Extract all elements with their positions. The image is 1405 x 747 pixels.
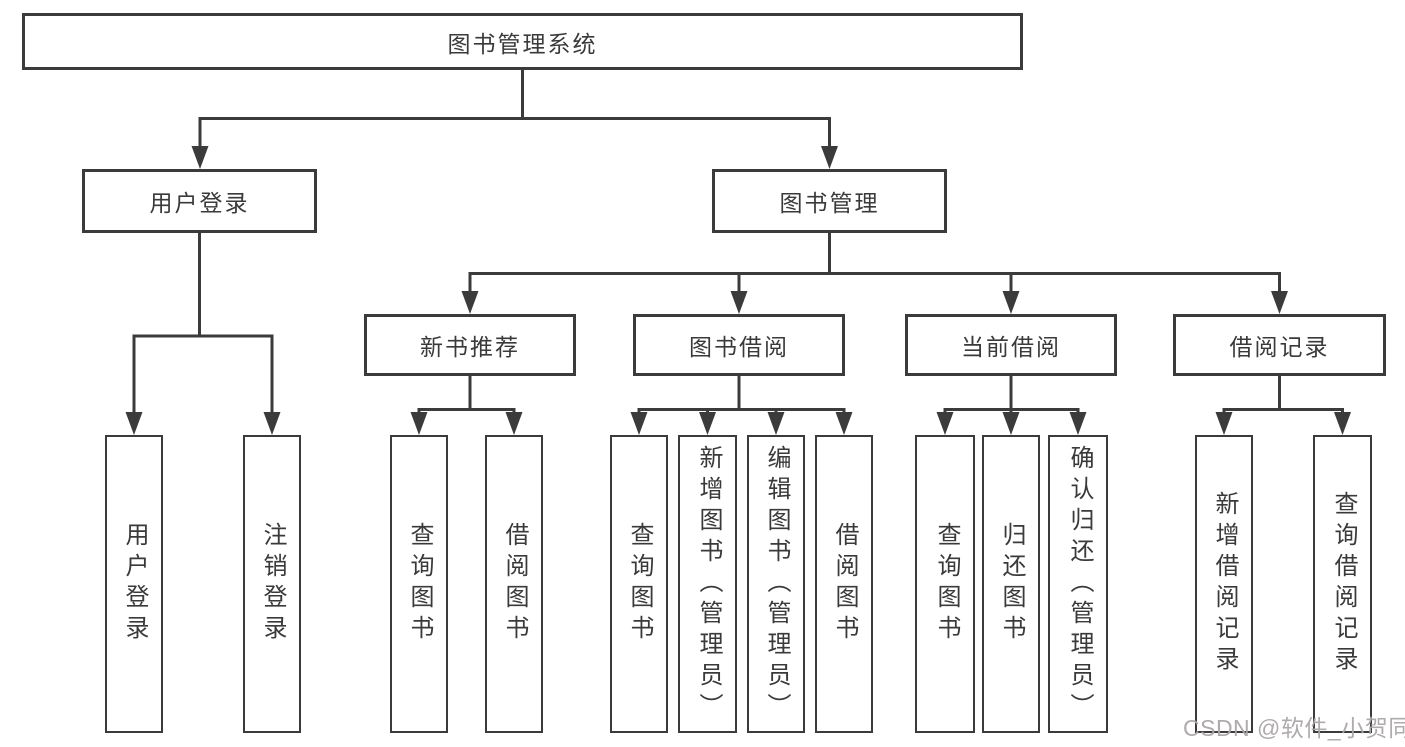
leaf-query-borrow-record: 查询借阅记录 (1313, 435, 1372, 733)
arrowhead (1271, 291, 1288, 314)
connector-bookborrow-to-leaves (637, 376, 846, 413)
node-new-book-recommend: 新书推荐 (364, 314, 576, 376)
leaf-return-books: 归还图书 (982, 435, 1040, 733)
arrowhead (1334, 412, 1351, 435)
leaf-borrow-books: 借阅图书 (815, 435, 873, 733)
leaf-logout: 注销登录 (243, 435, 301, 733)
arrowhead (191, 146, 209, 169)
node-system-root: 图书管理系统 (22, 13, 1023, 70)
leaf-user-login: 用户登录 (105, 435, 163, 733)
leaf-query-books-recommend: 查询图书 (390, 435, 448, 733)
node-book-borrow: 图书借阅 (633, 314, 845, 376)
connector-root-to-level2 (198, 70, 831, 147)
arrowhead (1069, 412, 1087, 435)
connector-currentborrow-to-leaves (943, 376, 1080, 413)
arrowhead (1215, 412, 1233, 435)
arrowhead (821, 146, 838, 169)
connector-userlogin-to-leaves (132, 233, 274, 413)
leaf-add-borrow-record: 新增借阅记录 (1195, 435, 1253, 733)
leaf-query-books-current: 查询图书 (915, 435, 975, 733)
leaf-edit-books-admin: 编辑图书（管理员） (747, 435, 805, 733)
arrowhead (461, 291, 479, 314)
arrowhead (730, 291, 748, 314)
connector-newbook-to-leaves (417, 376, 516, 413)
arrowhead (767, 412, 785, 435)
arrowhead (1002, 291, 1020, 314)
leaf-borrow-books-recommend: 借阅图书 (485, 435, 543, 733)
arrowhead (410, 412, 428, 435)
connector-bookmgmt-to-level3 (468, 233, 1281, 292)
arrowhead (263, 412, 281, 435)
arrowhead (630, 412, 648, 435)
node-current-borrow: 当前借阅 (905, 314, 1117, 376)
arrowhead (699, 412, 716, 435)
leaf-add-books-admin: 新增图书（管理员） (678, 435, 737, 733)
arrowhead (505, 412, 523, 435)
arrowhead (936, 412, 954, 435)
arrowhead (835, 412, 853, 435)
node-borrow-record: 借阅记录 (1173, 314, 1386, 376)
leaf-confirm-return-admin: 确认归还（管理员） (1048, 435, 1108, 733)
connector-borrowrecord-to-leaves (1222, 376, 1344, 413)
arrowhead (1002, 412, 1020, 435)
arrowhead (125, 412, 143, 435)
csdn-watermark: CSDN @软件_小贺同学 (1183, 715, 1405, 741)
node-user-login: 用户登录 (82, 169, 317, 233)
leaf-query-books-borrow: 查询图书 (610, 435, 668, 733)
node-book-management: 图书管理 (712, 169, 947, 233)
